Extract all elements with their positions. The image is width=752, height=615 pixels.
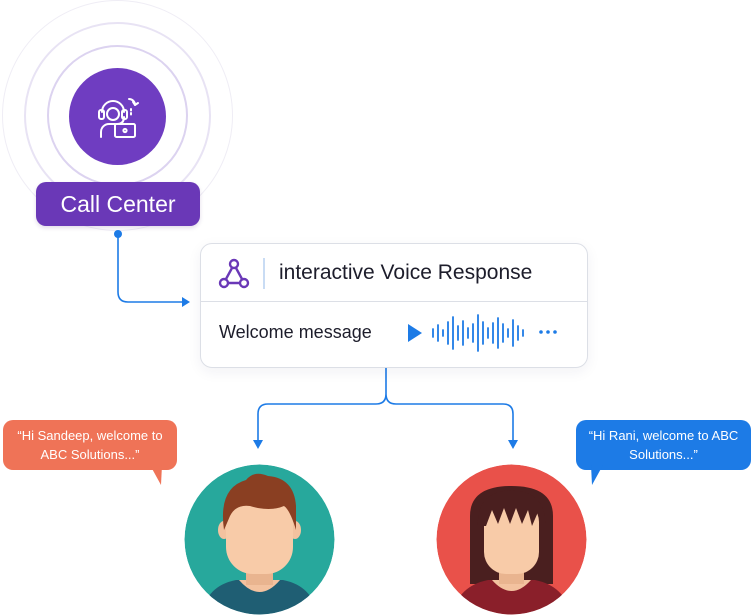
ivr-title: interactive Voice Response <box>279 261 533 284</box>
call-center-label: Call Center <box>36 182 200 226</box>
connector-ivr-to-callers <box>257 367 514 442</box>
connector-call-center-to-ivr <box>117 234 184 303</box>
ivr-header-divider <box>263 258 265 289</box>
more-dots-icon[interactable] <box>538 328 558 336</box>
arrowhead-to-rani <box>508 440 518 449</box>
speech-bubble-rani: “Hi Rani, welcome to ABC Solutions...” <box>576 420 751 470</box>
ivr-card: interactive Voice Response Welcome messa… <box>200 243 588 368</box>
speech-bubble-text: “Hi Rani, welcome to ABC Solutions...” <box>588 428 739 462</box>
speech-bubble-tail-sandeep <box>150 465 162 485</box>
play-icon[interactable] <box>407 323 423 343</box>
welcome-message-label: Welcome message <box>219 322 372 342</box>
audio-waveform-icon <box>432 314 524 352</box>
avatar-rani <box>436 464 587 615</box>
ivr-header: interactive Voice Response <box>201 244 587 302</box>
arrowhead-to-ivr <box>182 297 190 307</box>
arrowhead-to-sandeep <box>253 440 263 449</box>
speech-bubble-tail-rani <box>591 465 603 485</box>
speech-bubble-sandeep: “Hi Sandeep, welcome to ABC Solutions...… <box>3 420 177 470</box>
call-center-node <box>69 68 166 165</box>
flow-hierarchy-icon <box>218 258 250 289</box>
avatar-sandeep <box>184 464 335 615</box>
headset-agent-laptop-icon <box>97 97 139 138</box>
speech-bubble-text: “Hi Sandeep, welcome to ABC Solutions...… <box>17 428 163 462</box>
